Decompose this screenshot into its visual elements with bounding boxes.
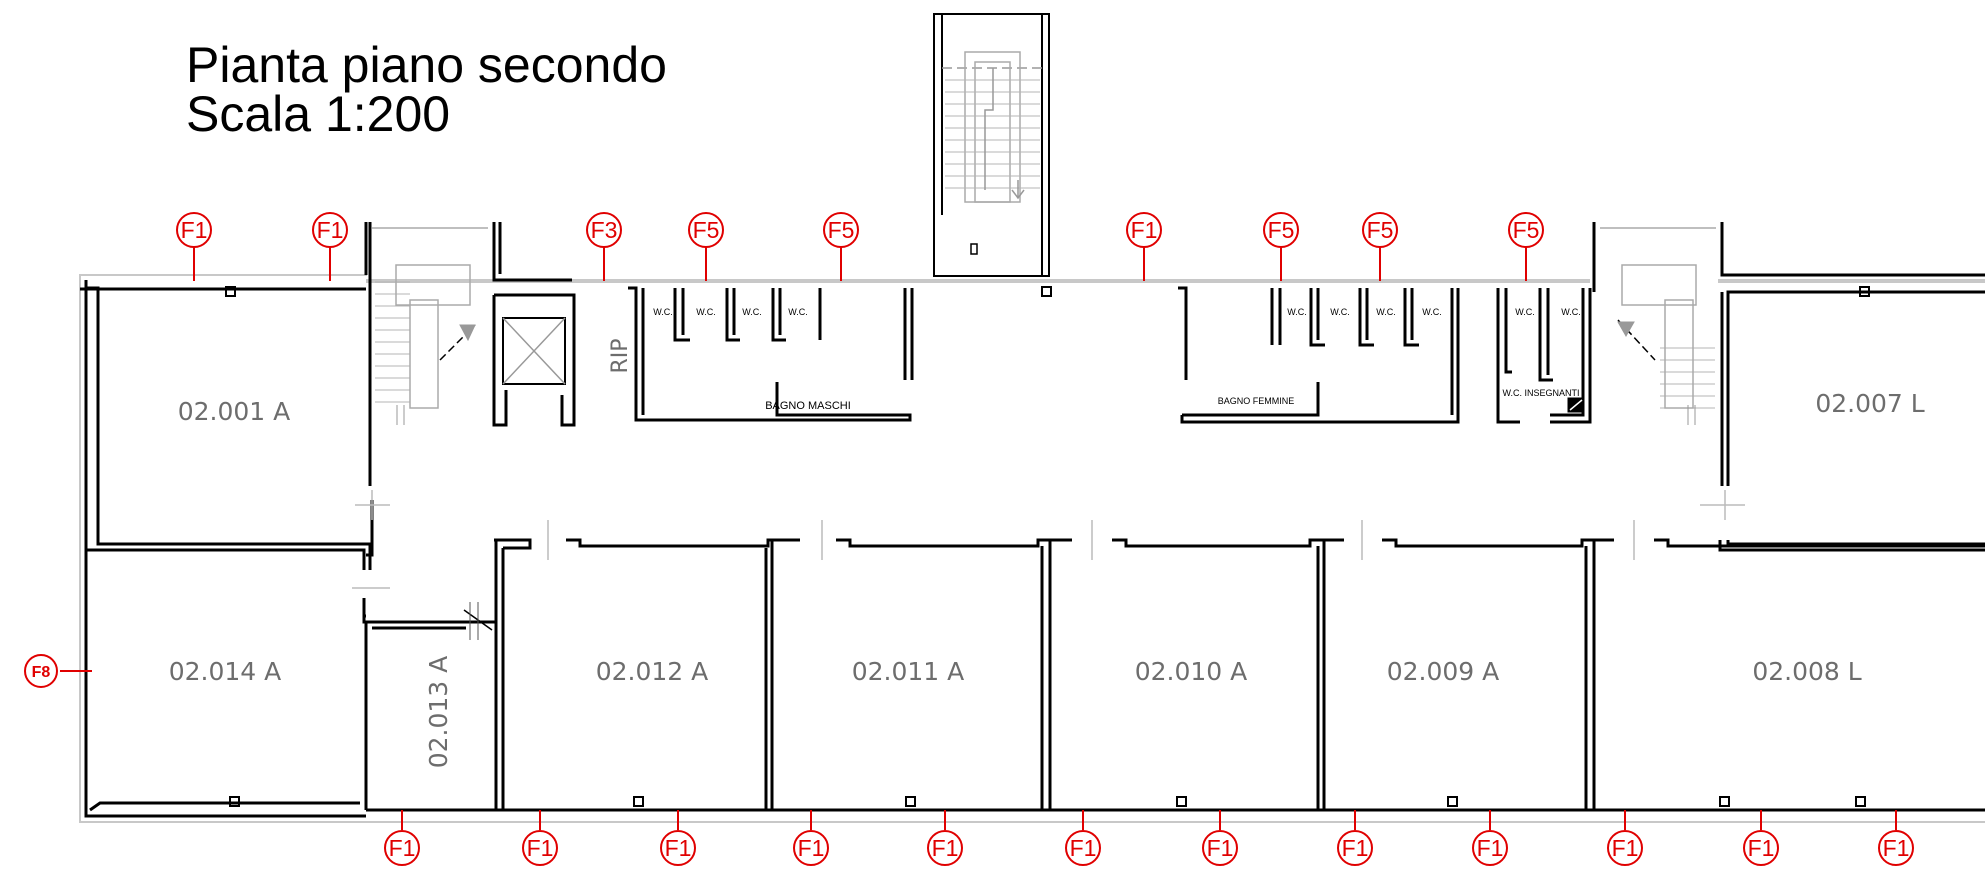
room-label: 02.010 A bbox=[1135, 657, 1248, 686]
svg-text:F5: F5 bbox=[1513, 217, 1540, 243]
window-marker: F5 bbox=[823, 212, 859, 248]
outer-walls bbox=[79, 222, 1985, 823]
wc-label: W.C. bbox=[1561, 307, 1581, 317]
svg-text:F1: F1 bbox=[1131, 217, 1158, 243]
window-marker: F1 bbox=[384, 830, 420, 866]
room-label: 02.012 A bbox=[596, 657, 709, 686]
north-stair-tower bbox=[933, 13, 1050, 277]
window-marker: F1 bbox=[1472, 830, 1508, 866]
window-marker: F1 bbox=[522, 830, 558, 866]
window-marker: F1 bbox=[1878, 830, 1914, 866]
svg-text:F1: F1 bbox=[1612, 835, 1639, 861]
window-marker: F1 bbox=[660, 830, 696, 866]
plan-title: Pianta piano secondo bbox=[186, 37, 667, 93]
window-marker: F1 bbox=[1337, 830, 1373, 866]
window-marker: F5 bbox=[1362, 212, 1398, 248]
wc-label: W.C. bbox=[742, 307, 762, 317]
wc-label: W.C. bbox=[1330, 307, 1350, 317]
svg-text:F1: F1 bbox=[798, 835, 825, 861]
window-marker: F1 bbox=[793, 830, 829, 866]
east-stair bbox=[1600, 227, 1716, 425]
wc-label: W.C. bbox=[1422, 307, 1442, 317]
svg-text:F5: F5 bbox=[1367, 217, 1394, 243]
wc-label: W.C. bbox=[653, 307, 673, 317]
window-markers-bottom: F1 F1 F1 F1 F1 F1 F1 F1 F1 F1 F1 F1 bbox=[384, 830, 1914, 866]
structural-columns bbox=[225, 286, 1870, 807]
window-marker: F1 bbox=[1065, 830, 1101, 866]
svg-text:F1: F1 bbox=[1342, 835, 1369, 861]
wc-insegnanti-label: W.C. INSEGNANTI bbox=[1502, 388, 1579, 398]
wc-label: W.C. bbox=[788, 307, 808, 317]
room-labels: 02.001 A 02.007 L 02.014 A 02.013 A 02.0… bbox=[169, 389, 1925, 768]
svg-text:F1: F1 bbox=[1207, 835, 1234, 861]
room-label: 02.013 A bbox=[424, 656, 453, 769]
wc-insegnanti bbox=[1496, 288, 1592, 424]
wc-label: W.C. bbox=[1287, 307, 1307, 317]
svg-text:F1: F1 bbox=[1748, 835, 1775, 861]
svg-text:F1: F1 bbox=[317, 217, 344, 243]
elevator bbox=[492, 222, 576, 427]
window-markers-top: F1 F1 F3 F5 F5 F1 F5 F5 F5 bbox=[176, 212, 1544, 248]
room-label: 02.014 A bbox=[169, 657, 282, 686]
window-marker: F1 bbox=[1126, 212, 1162, 248]
window-marker: F3 bbox=[586, 212, 622, 248]
classroom-row-walls bbox=[494, 520, 1985, 810]
wc-label: W.C. bbox=[696, 307, 716, 317]
window-marker: F5 bbox=[688, 212, 724, 248]
svg-text:F1: F1 bbox=[1883, 835, 1910, 861]
room-02-007-walls bbox=[1700, 290, 1985, 552]
window-marker: F1 bbox=[1607, 830, 1643, 866]
svg-text:F1: F1 bbox=[389, 835, 416, 861]
room-label: 02.001 A bbox=[178, 397, 291, 426]
west-stair bbox=[366, 222, 488, 557]
rip-label: RIP bbox=[608, 338, 633, 373]
svg-text:F5: F5 bbox=[828, 217, 855, 243]
svg-text:F8: F8 bbox=[32, 664, 51, 681]
room-label: 02.008 L bbox=[1752, 657, 1861, 686]
bagno-femmine-label: BAGNO FEMMINE bbox=[1218, 396, 1295, 406]
svg-text:F3: F3 bbox=[591, 217, 618, 243]
svg-text:F5: F5 bbox=[1268, 217, 1295, 243]
service-labels: RIP BAGNO MASCHI BAGNO FEMMINE W.C. INSE… bbox=[608, 307, 1581, 412]
window-marker: F1 bbox=[1743, 830, 1779, 866]
window-marker: F1 bbox=[176, 212, 212, 248]
svg-text:F1: F1 bbox=[1477, 835, 1504, 861]
svg-text:F1: F1 bbox=[181, 217, 208, 243]
wc-label: W.C. bbox=[1515, 307, 1535, 317]
room-label: 02.007 L bbox=[1815, 389, 1924, 418]
window-marker: F1 bbox=[927, 830, 963, 866]
svg-text:F1: F1 bbox=[665, 835, 692, 861]
room-label: 02.011 A bbox=[852, 657, 965, 686]
wc-label: W.C. bbox=[1376, 307, 1396, 317]
svg-text:F1: F1 bbox=[527, 835, 554, 861]
svg-text:F5: F5 bbox=[693, 217, 720, 243]
bagno-femmine bbox=[1178, 286, 1460, 424]
room-02-013-walls bbox=[364, 602, 496, 810]
room-label: 02.009 A bbox=[1387, 657, 1500, 686]
plan-scale: Scala 1:200 bbox=[186, 86, 450, 142]
marker-leaders bbox=[60, 246, 1897, 830]
room-02-001-02-014-walls bbox=[86, 286, 390, 812]
window-marker: F1 bbox=[312, 212, 348, 248]
window-marker: F5 bbox=[1263, 212, 1299, 248]
window-marker: F1 bbox=[1202, 830, 1238, 866]
bagno-maschi-label: BAGNO MASCHI bbox=[765, 400, 851, 412]
window-marker-left: F8 bbox=[24, 654, 58, 688]
svg-text:F1: F1 bbox=[932, 835, 959, 861]
bagno-maschi bbox=[628, 286, 914, 422]
window-marker: F5 bbox=[1508, 212, 1544, 248]
svg-text:F1: F1 bbox=[1070, 835, 1097, 861]
